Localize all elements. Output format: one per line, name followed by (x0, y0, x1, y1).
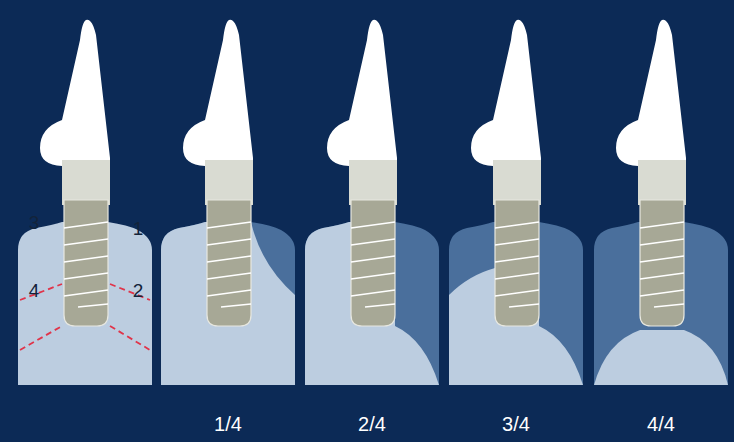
quadrant-number: 3 (29, 213, 40, 232)
quadrant-number: 4 (29, 281, 40, 300)
loss-fraction: 2/4 (358, 414, 386, 434)
quadrant-number: 2 (133, 281, 144, 300)
loss-fraction: 1/4 (214, 414, 242, 434)
quadrant-number: 1 (133, 219, 144, 238)
loss-fraction: 4/4 (647, 414, 675, 434)
loss-fraction: 3/4 (502, 414, 530, 434)
